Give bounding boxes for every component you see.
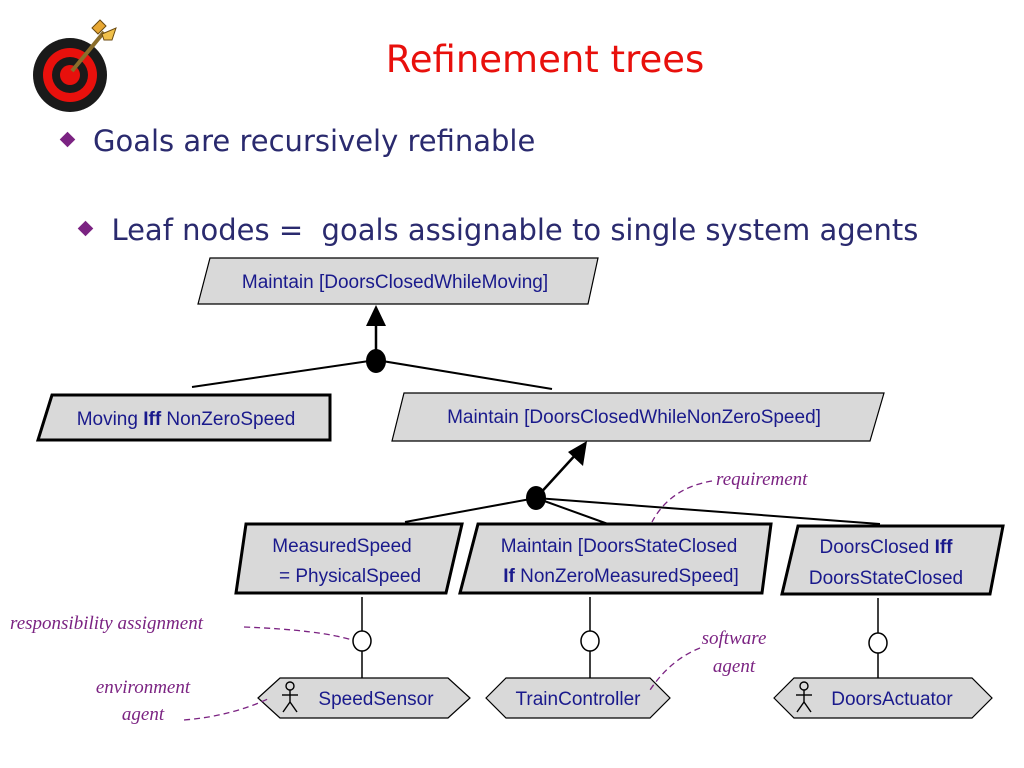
goal-doors-closed (780, 524, 1005, 596)
bullet-text: Leaf nodes = goals assignable to single … (111, 213, 919, 247)
bullet-item: Leaf nodes = goals assignable to single … (62, 179, 918, 247)
annotation-requirement: requirement (716, 469, 808, 490)
agent-train-controller (485, 677, 671, 719)
person-icon (796, 681, 812, 713)
annotation-responsibility: responsibility assignment (10, 613, 204, 634)
goal-root-label: Maintain [DoorsClosedWhileMoving] (242, 272, 548, 293)
agent-speed-sensor-label: SpeedSensor (318, 689, 434, 710)
callout-line (649, 647, 701, 691)
responsibility-node (580, 630, 600, 652)
goal-maintain-nonzero (391, 392, 885, 442)
goal-doors-state-line1: Maintain [DoorsStateClosed (501, 536, 738, 557)
callout-line (243, 626, 353, 641)
goal-moving-iff (35, 393, 332, 442)
responsibility-node (868, 632, 888, 654)
refinement-link (375, 359, 553, 390)
target-icon (33, 19, 117, 112)
goal-measured-speed-line2: = PhysicalSpeed (279, 566, 421, 587)
goal-measured-speed-line1: MeasuredSpeed (272, 536, 411, 557)
arrow-head-icon (568, 441, 587, 466)
person-icon (282, 681, 298, 713)
annotation-environment-agent-line1: environment (96, 677, 191, 698)
agent-speed-sensor (257, 677, 471, 719)
goal-moving-iff-label: Moving Iff NonZeroSpeed (77, 409, 296, 430)
refinement-link (191, 359, 377, 388)
agent-doors-actuator (773, 677, 993, 719)
and-refinement-node (526, 486, 546, 510)
refinement-link (404, 497, 537, 523)
bullet-text: Goals are recursively refinable (93, 124, 536, 158)
callout-line (183, 697, 271, 721)
refinement-link (535, 497, 609, 525)
goal-doors-state-line2: If NonZeroMeasuredSpeed] (503, 566, 739, 587)
callout-line (651, 480, 713, 523)
annotation-environment-agent-line2: agent (122, 704, 165, 725)
responsibility-node (352, 630, 372, 652)
goal-root (197, 257, 599, 305)
annotation-software-agent-line1: software (702, 628, 767, 649)
goal-doors-closed-line2: DoorsStateClosed (809, 568, 963, 589)
and-refinement-node (366, 349, 386, 373)
slide-title: Refinement trees (385, 38, 705, 81)
goal-doors-closed-line1: DoorsClosed Iff (819, 537, 953, 558)
goal-measured-speed (234, 522, 464, 595)
refinement-link (535, 497, 881, 525)
annotation-software-agent-line2: agent (713, 656, 756, 677)
goal-doors-state (458, 522, 773, 595)
agent-train-controller-label: TrainController (516, 689, 642, 710)
agent-doors-actuator-label: DoorsActuator (831, 689, 953, 710)
arrow-head-icon (366, 305, 386, 326)
bullet-item: Goals are recursively refinable (59, 124, 536, 158)
goal-maintain-nonzero-label: Maintain [DoorsClosedWhileNonZeroSpeed] (447, 407, 821, 428)
